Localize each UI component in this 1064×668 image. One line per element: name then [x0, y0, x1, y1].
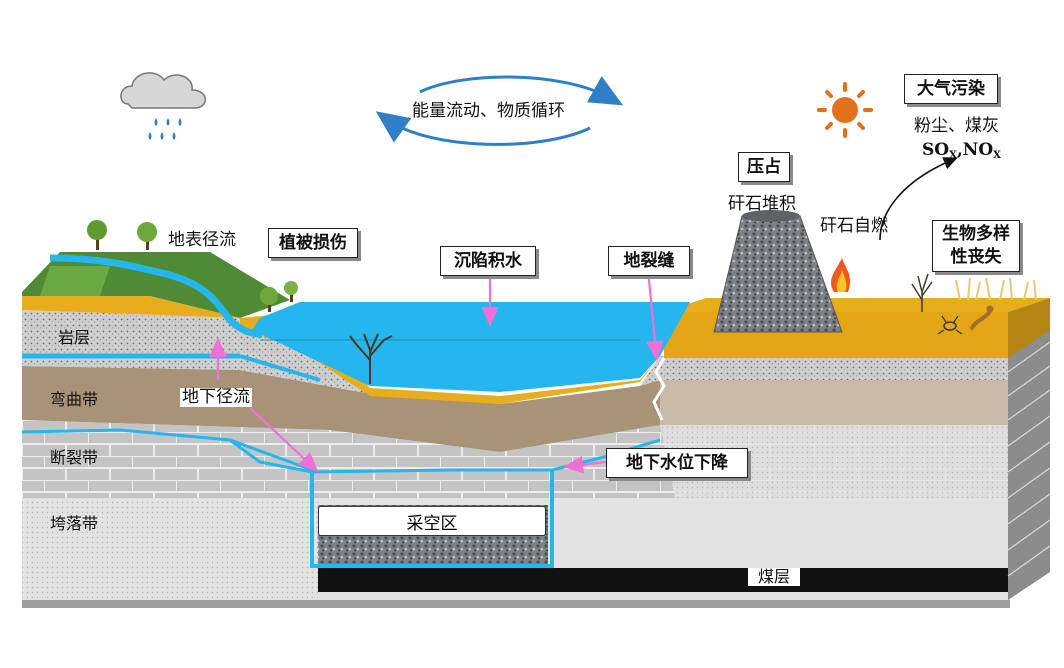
- fire-icon: [831, 258, 851, 292]
- label-ground-crack: 地裂缝: [623, 250, 675, 271]
- bending-zone-right: [660, 380, 1008, 425]
- label-gangue-fire: 矸石自燃: [820, 216, 888, 236]
- label-vegetation-damage-box: 植被损伤: [268, 228, 358, 258]
- label-surface-runoff: 地表径流: [168, 230, 236, 250]
- label-cycle: 能量流动、物质循环: [412, 101, 565, 121]
- ground-crack: [652, 357, 666, 421]
- bare-tree-icon: [349, 333, 393, 384]
- fracture-zone-right-dots: [660, 425, 1008, 498]
- pointer-arrows: [209, 269, 664, 474]
- label-biodiversity-box: 生物多样 性丧失: [932, 220, 1020, 272]
- soil-layer-left: [22, 296, 240, 318]
- goaf-water-line: [310, 470, 554, 568]
- soil-plateau-side: [1008, 298, 1050, 358]
- label-underground-runoff: 地下径流: [180, 387, 252, 407]
- smoke-arrow: [879, 157, 958, 241]
- cycle-arrow-icon: [375, 75, 624, 146]
- label-subsidence-water: 沉陷积水: [454, 250, 522, 271]
- label-goaf: 采空区: [406, 513, 458, 534]
- label-bending-zone: 弯曲带: [50, 390, 99, 409]
- label-water-table-drop-box: 地下水位下降: [606, 448, 748, 478]
- label-coal-seam: 煤层: [748, 568, 801, 586]
- label-occupation: 压占: [747, 156, 781, 177]
- label-vegetation-damage: 植被损伤: [279, 232, 347, 253]
- bug-icon: [937, 315, 963, 335]
- dry-grass-icon: [955, 277, 1037, 301]
- surface-runoff-stream: [49, 254, 263, 338]
- label-gangue-pile: 矸石堆积: [728, 194, 796, 214]
- formula-sub-2: X: [993, 150, 1001, 161]
- label-pollutants-cn: 粉尘、煤灰: [914, 116, 999, 136]
- right-side-face: [1008, 300, 1050, 600]
- worm-icon: [970, 305, 994, 330]
- caving-zone-front: [22, 498, 318, 600]
- label-atmosphere: 大气污染: [917, 78, 985, 99]
- label-water-table-drop: 地下水位下降: [626, 452, 728, 473]
- base-slab-edge: [22, 600, 1010, 608]
- label-rock-layer: 岩层: [58, 328, 91, 347]
- label-biodiversity-2: 性丧失: [950, 247, 1002, 267]
- coal-seam: [318, 568, 1008, 592]
- grass-light-strip: [40, 266, 110, 296]
- label-atmosphere-box: 大气污染: [904, 74, 998, 104]
- label-pollutants-formula: SOX,NOX: [922, 142, 1001, 161]
- tree-icon: [87, 220, 298, 312]
- sun-icon: [817, 82, 873, 138]
- formula-sub-1: X: [949, 150, 957, 161]
- formula-so: SO: [922, 140, 950, 160]
- subsidence-water: [252, 302, 690, 392]
- formula-no: ,NO: [956, 140, 994, 160]
- rain-cloud-icon: [120, 72, 206, 140]
- water-table-line-mid: [239, 354, 321, 382]
- label-biodiversity-1: 生物多样: [942, 224, 1010, 245]
- bush-icon: [911, 273, 933, 312]
- label-ground-crack-box: 地裂缝: [608, 246, 690, 276]
- goaf-label-box: 采空区: [318, 506, 546, 536]
- label-caving-zone: 垮落带: [50, 514, 99, 533]
- label-fracture-zone: 断裂带: [50, 448, 99, 467]
- label-occupation-box: 压占: [738, 152, 790, 182]
- label-subsidence-water-box: 沉陷积水: [440, 246, 536, 276]
